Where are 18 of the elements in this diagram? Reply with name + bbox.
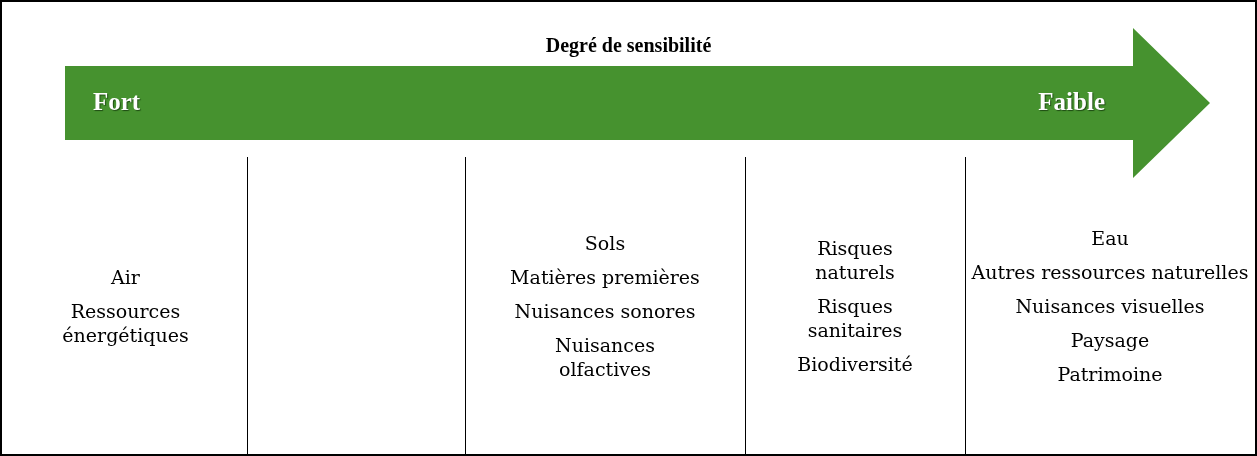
category-label: Paysage — [1070, 327, 1150, 352]
category-label: Risques naturels — [814, 235, 896, 284]
scale-title: Degré de sensibilité — [544, 34, 713, 57]
category-label: Nuisances visuelles — [1015, 293, 1205, 318]
scale-end-label: Faible — [1038, 88, 1105, 116]
category-label: Patrimoine — [1057, 361, 1163, 386]
category-label: Matières premières — [510, 264, 700, 289]
category-label: Nuisances sonores — [514, 298, 696, 323]
scale-end-label: Fort — [93, 88, 141, 116]
category-label: Ressources énergétiques — [61, 298, 190, 347]
category-label: Nuisances olfactives — [554, 332, 656, 381]
category-label: Biodiversité — [797, 351, 913, 376]
arrow-band — [65, 28, 1210, 178]
category-label: Eau — [1091, 225, 1129, 250]
category-label: Sols — [584, 230, 626, 255]
category-label: Air — [111, 264, 140, 289]
category-label: Autres ressources naturelles — [971, 259, 1249, 284]
category-label: Risques sanitaires — [806, 293, 904, 342]
